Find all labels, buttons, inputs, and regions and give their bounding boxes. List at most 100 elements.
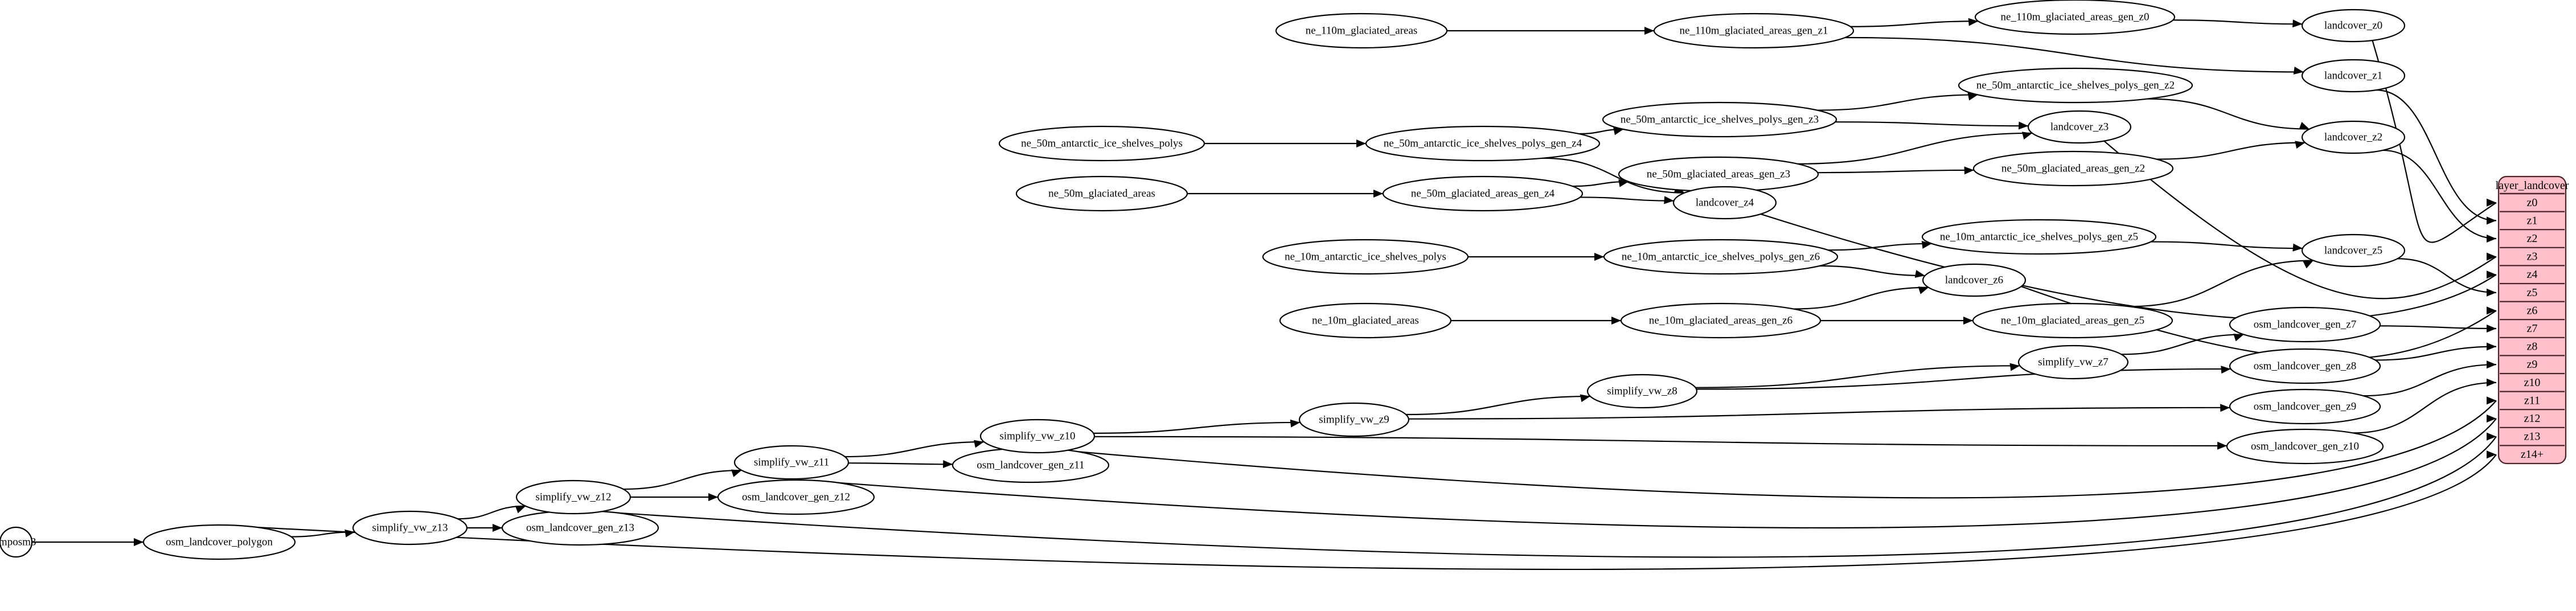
table-row-z1[interactable]: z1 (2500, 211, 2565, 227)
node-ellipse[interactable] (515, 479, 631, 515)
node-ellipse[interactable] (733, 445, 850, 480)
graph-node-simplify_vw_z7[interactable]: simplify_vw_z7 (2017, 345, 2129, 380)
table-row-z4[interactable]: z4 (2500, 265, 2565, 281)
table-row-z11[interactable]: z11 (2500, 391, 2565, 407)
node-ellipse[interactable] (1262, 239, 1469, 275)
node-ellipse[interactable] (0, 526, 33, 558)
graph-node-simplify_vw_z10[interactable]: simplify_vw_z10 (979, 419, 1096, 454)
node-ellipse[interactable] (2027, 110, 2132, 144)
node-ellipse[interactable] (1972, 150, 2174, 187)
edge-arrowhead (2487, 288, 2496, 297)
graph-node-ne_110m_glaciated_areas[interactable]: ne_110m_glaciated_areas (1275, 13, 1448, 49)
graph-node-ne_10m_glaciated_areas_gen_z6[interactable]: ne_10m_glaciated_areas_gen_z6 (1620, 302, 1822, 339)
node-ellipse[interactable] (1015, 175, 1188, 212)
table-edge-osm_landcover_gen_z13-to-z13 (617, 436, 2497, 558)
graph-node-simplify_vw_z8[interactable]: simplify_vw_z8 (1586, 374, 1698, 409)
graph-node-imposm3[interactable]: imposm3 (0, 526, 36, 558)
node-ellipse[interactable] (1972, 302, 2173, 339)
graph-node-ne_50m_antarctic_ice_shelves_polys[interactable]: ne_50m_antarctic_ice_shelves_polys (998, 125, 1205, 162)
graph-node-ne_10m_antarctic_ice_shelves_polys_gen_z5[interactable]: ne_10m_antarctic_ice_shelves_polys_gen_z… (1921, 219, 2157, 255)
graph-node-landcover_z4[interactable]: landcover_z4 (1672, 186, 1777, 220)
table-row-z12[interactable]: z12 (2500, 409, 2565, 425)
table-row-z13[interactable]: z13 (2500, 427, 2565, 443)
graph-node-landcover_z0[interactable]: landcover_z0 (2301, 9, 2406, 43)
edge-arrowhead (1290, 419, 1301, 428)
edge-arrowhead (2487, 235, 2496, 243)
node-ellipse[interactable] (1974, 0, 2176, 35)
node-ellipse[interactable] (1922, 263, 2027, 297)
node-ellipse[interactable] (717, 479, 875, 515)
graph-node-ne_50m_glaciated_areas_gen_z3[interactable]: ne_50m_glaciated_areas_gen_z3 (1618, 156, 1819, 192)
node-ellipse[interactable] (1603, 239, 1839, 275)
graph-node-ne_10m_glaciated_areas_gen_z5[interactable]: ne_10m_glaciated_areas_gen_z5 (1972, 302, 2173, 339)
node-ellipse[interactable] (1602, 101, 1837, 138)
graph-node-landcover_z5[interactable]: landcover_z5 (2301, 233, 2406, 268)
graph-node-landcover_z3[interactable]: landcover_z3 (2027, 110, 2132, 144)
node-ellipse[interactable] (2301, 233, 2406, 268)
edge-arrowhead (1968, 18, 1979, 26)
node-ellipse[interactable] (1275, 13, 1448, 49)
node-ellipse[interactable] (979, 419, 1096, 454)
graph-node-simplify_vw_z13[interactable]: simplify_vw_z13 (352, 510, 468, 546)
table-row-z0[interactable]: z0 (2527, 196, 2538, 209)
graph-node-osm_landcover_gen_z9[interactable]: osm_landcover_gen_z9 (2229, 388, 2381, 425)
graph-node-ne_110m_glaciated_areas_gen_z0[interactable]: ne_110m_glaciated_areas_gen_z0 (1974, 0, 2176, 35)
graph-node-osm_landcover_gen_z8[interactable]: osm_landcover_gen_z8 (2229, 348, 2381, 384)
node-ellipse[interactable] (1958, 67, 2193, 104)
node-ellipse[interactable] (2226, 428, 2384, 465)
table-row-z2[interactable]: z2 (2500, 229, 2565, 245)
node-ellipse[interactable] (1382, 175, 1584, 212)
node-ellipse[interactable] (998, 125, 1205, 162)
graph-node-landcover_z2[interactable]: landcover_z2 (2301, 120, 2406, 154)
node-ellipse[interactable] (2301, 59, 2406, 93)
graph-node-ne_50m_antarctic_ice_shelves_polys_gen_z2[interactable]: ne_50m_antarctic_ice_shelves_polys_gen_z… (1958, 67, 2193, 104)
table-row-z14+[interactable]: z14+ (2500, 445, 2565, 461)
graph-node-osm_landcover_gen_z11[interactable]: osm_landcover_gen_z11 (951, 447, 1110, 483)
graph-node-osm_landcover_gen_z13[interactable]: osm_landcover_gen_z13 (501, 510, 659, 546)
graph-node-simplify_vw_z9[interactable]: simplify_vw_z9 (1298, 402, 1410, 437)
table-row-z8[interactable]: z8 (2500, 337, 2565, 353)
graph-node-simplify_vw_z11[interactable]: simplify_vw_z11 (733, 445, 850, 480)
node-ellipse[interactable] (2229, 306, 2381, 343)
node-ellipse[interactable] (1365, 125, 1601, 162)
graph-node-ne_10m_antarctic_ice_shelves_polys_gen_z6[interactable]: ne_10m_antarctic_ice_shelves_polys_gen_z… (1603, 239, 1839, 275)
node-ellipse[interactable] (1672, 186, 1777, 220)
graph-node-landcover_z6[interactable]: landcover_z6 (1922, 263, 2027, 297)
table-row-z5[interactable]: z5 (2500, 282, 2565, 299)
node-ellipse[interactable] (142, 524, 296, 560)
node-ellipse[interactable] (2301, 120, 2406, 154)
node-ellipse[interactable] (1653, 13, 1855, 49)
edge-arrowhead (2221, 366, 2231, 374)
graph-node-osm_landcover_gen_z12[interactable]: osm_landcover_gen_z12 (717, 479, 875, 515)
graph-node-ne_110m_glaciated_areas_gen_z1[interactable]: ne_110m_glaciated_areas_gen_z1 (1653, 13, 1855, 49)
node-ellipse[interactable] (1298, 402, 1410, 437)
graph-node-ne_10m_glaciated_areas[interactable]: ne_10m_glaciated_areas (1279, 302, 1452, 339)
graph-node-osm_landcover_gen_z7[interactable]: osm_landcover_gen_z7 (2229, 306, 2381, 343)
graph-node-ne_50m_antarctic_ice_shelves_polys_gen_z3[interactable]: ne_50m_antarctic_ice_shelves_polys_gen_z… (1602, 101, 1837, 138)
graph-node-ne_50m_antarctic_ice_shelves_polys_gen_z4[interactable]: ne_50m_antarctic_ice_shelves_polys_gen_z… (1365, 125, 1601, 162)
graph-node-osm_landcover_polygon[interactable]: osm_landcover_polygon (142, 524, 296, 560)
graph-node-landcover_z1[interactable]: landcover_z1 (2301, 59, 2406, 93)
node-ellipse[interactable] (2301, 9, 2406, 43)
graph-node-osm_landcover_gen_z10[interactable]: osm_landcover_gen_z10 (2226, 428, 2384, 465)
graph-node-ne_10m_antarctic_ice_shelves_polys[interactable]: ne_10m_antarctic_ice_shelves_polys (1262, 239, 1469, 275)
table-row-z10[interactable]: z10 (2500, 372, 2565, 389)
node-ellipse[interactable] (1921, 219, 2157, 255)
node-ellipse[interactable] (2229, 348, 2381, 384)
node-label: osm_landcover_gen_z13 (526, 522, 634, 534)
table-row-z9[interactable]: z9 (2500, 355, 2565, 371)
graph-node-simplify_vw_z12[interactable]: simplify_vw_z12 (515, 479, 631, 515)
node-ellipse[interactable] (352, 510, 468, 546)
table-row-z7[interactable]: z7 (2500, 319, 2565, 335)
node-ellipse[interactable] (1620, 302, 1822, 339)
node-ellipse[interactable] (1279, 302, 1452, 339)
graph-node-ne_50m_glaciated_areas_gen_z4[interactable]: ne_50m_glaciated_areas_gen_z4 (1382, 175, 1584, 212)
graph-node-ne_50m_glaciated_areas_gen_z2[interactable]: ne_50m_glaciated_areas_gen_z2 (1972, 150, 2174, 187)
node-ellipse[interactable] (2017, 345, 2129, 380)
table-row-z3[interactable]: z3 (2500, 247, 2565, 263)
node-ellipse[interactable] (1586, 374, 1698, 409)
graph-node-ne_50m_glaciated_areas[interactable]: ne_50m_glaciated_areas (1015, 175, 1188, 212)
layer_landcover-table[interactable]: layer_landcoverz0z1z2z3z4z5z6z7z8z9z10z1… (2496, 175, 2569, 465)
node-ellipse[interactable] (2229, 388, 2381, 425)
table-row-z6[interactable]: z6 (2500, 301, 2565, 317)
